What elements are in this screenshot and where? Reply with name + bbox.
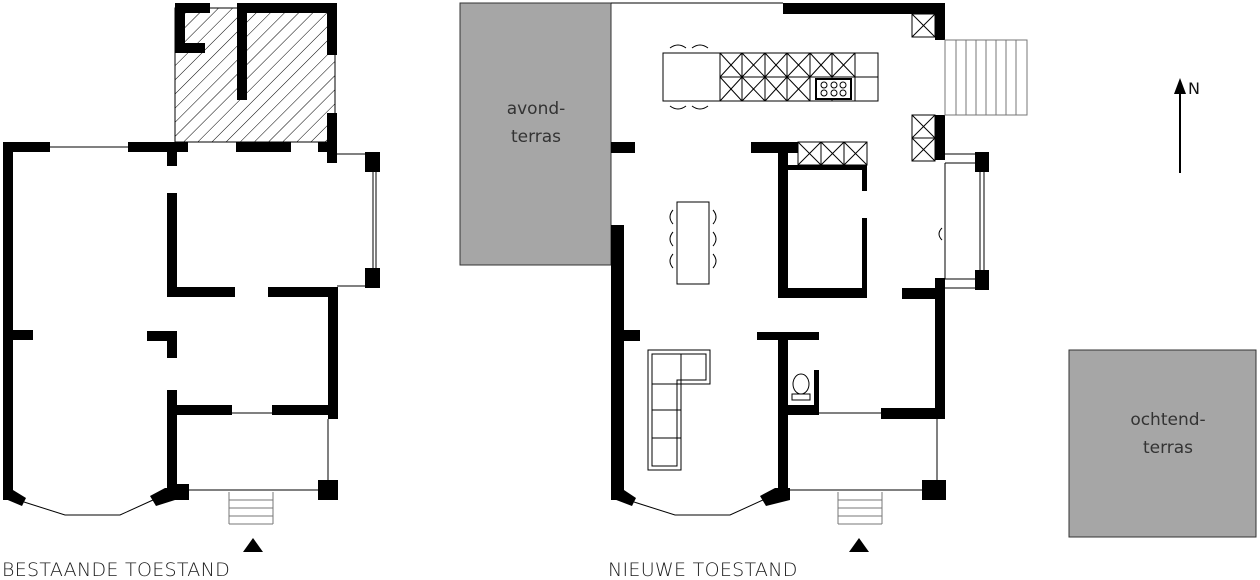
existing-floor-plan: BESTAANDE TOESTAND <box>2 3 380 580</box>
entrance-marker <box>243 538 263 552</box>
sofa <box>647 349 711 471</box>
bar-stools <box>669 44 709 110</box>
terrace-stairs <box>944 39 1028 116</box>
existing-plan-caption: BESTAANDE TOESTAND <box>2 559 230 580</box>
kitchen-counter <box>719 52 879 102</box>
front-steps-new <box>837 492 883 525</box>
evening-terrace <box>459 2 612 266</box>
north-arrow: N <box>1174 78 1200 173</box>
dining-table <box>676 201 710 285</box>
new-plan-caption: NIEUWE TOESTAND <box>608 559 798 580</box>
corner-cabinets <box>911 13 936 162</box>
dining-chairs <box>669 209 717 269</box>
cooktop-icon <box>815 78 852 100</box>
front-steps <box>228 492 274 525</box>
new-floor-plan: avond- terras <box>459 2 1028 580</box>
morning-terrace-label-1: ochtend- <box>1130 410 1205 430</box>
evening-terrace-label-2: terras <box>511 127 561 147</box>
chair-east <box>938 227 943 241</box>
entrance-marker-new <box>849 538 869 552</box>
hatched-annex <box>174 7 336 143</box>
north-label: N <box>1188 79 1200 98</box>
evening-terrace-label-1: avond- <box>507 99 566 119</box>
kitchen-island <box>662 52 721 102</box>
toilet-icon <box>792 373 810 395</box>
morning-terrace-label-2: terras <box>1143 438 1193 458</box>
morning-terrace <box>1068 349 1257 538</box>
